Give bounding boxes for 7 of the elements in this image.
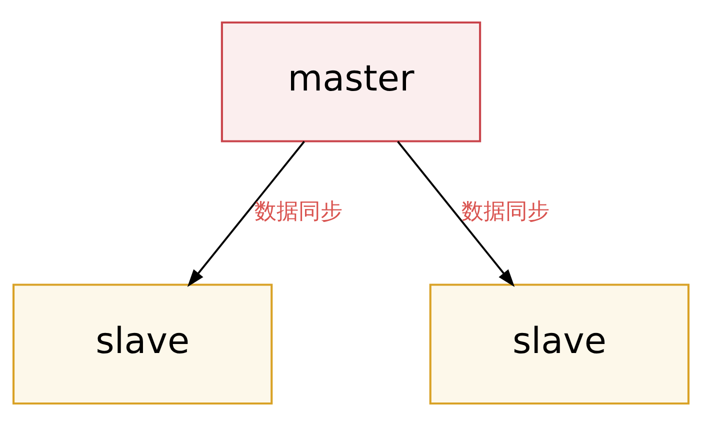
edge-label: 数据同步 [462, 199, 550, 224]
node-box: slave [429, 284, 690, 405]
node-box: master [220, 21, 482, 142]
edge-label: 数据同步 [254, 199, 343, 224]
node-box: slave [12, 284, 273, 405]
arrow [187, 140, 305, 287]
arrow [397, 140, 515, 287]
